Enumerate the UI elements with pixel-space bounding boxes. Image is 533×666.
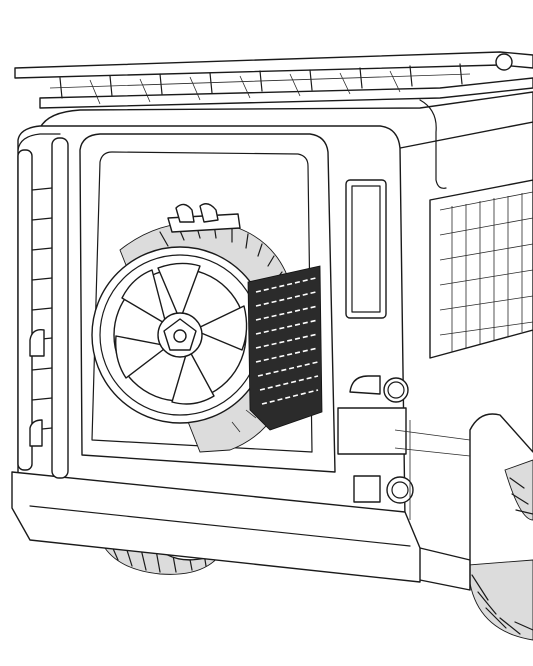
spare-wheel — [91, 203, 293, 453]
right-rear-tire — [467, 459, 533, 641]
roof-rack — [14, 51, 533, 189]
side-window-grille — [429, 179, 533, 359]
traction-board — [247, 265, 323, 431]
tail-lights — [29, 329, 414, 504]
bumper-details — [394, 420, 471, 520]
rear-ladder — [17, 133, 69, 479]
